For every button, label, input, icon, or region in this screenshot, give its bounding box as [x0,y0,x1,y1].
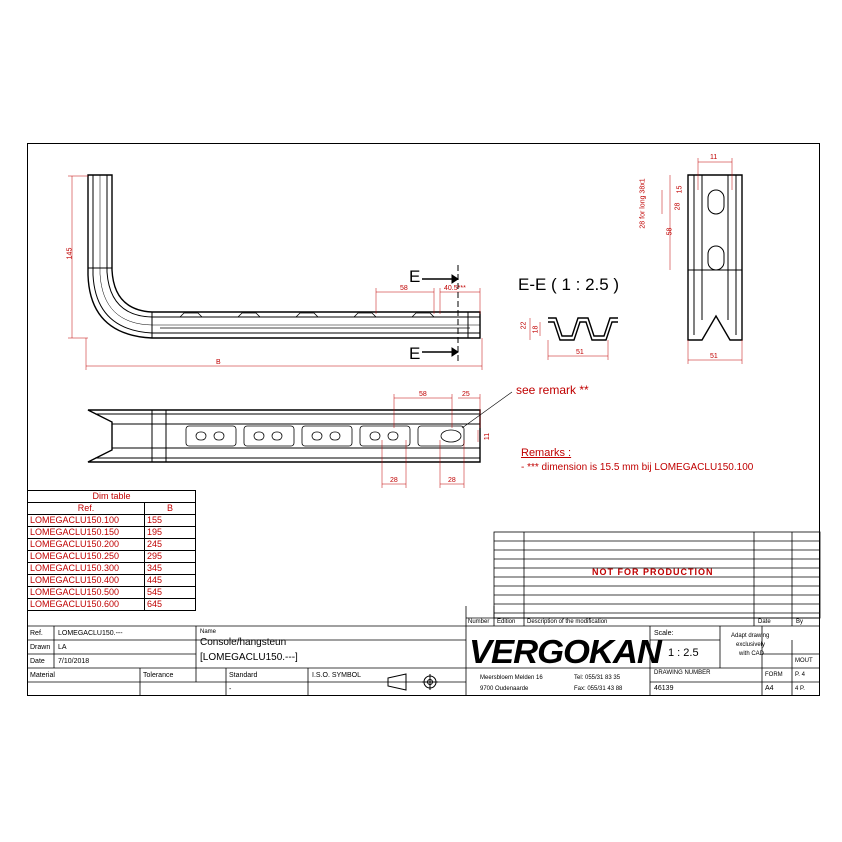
dim-slot-pitch: 58 [400,285,408,292]
row-b: 545 [144,586,196,599]
drawing-sheet [27,143,820,696]
col-edition: Edition [497,619,516,625]
dim-58-top: 58 [419,391,427,398]
col-by: By [796,619,804,625]
dim-51-section: 51 [576,349,584,356]
remark-callout: see remark ** [516,383,589,397]
date-label: Date [30,658,45,665]
standard-value: - [229,686,232,693]
dim-28-end: 28 [674,202,682,211]
col-number: Number [468,619,490,625]
section-mark-bottom: E [409,344,421,363]
name-line1: Console/hangsteun [200,637,287,648]
scale-label: Scale: [654,630,674,637]
dim-28a: 28 [390,477,398,484]
row-b: 155 [144,514,196,527]
col-description: Description of the modification [527,619,608,625]
dim-28-long: 28 for long 38x1 [639,178,647,229]
remarks-line: - *** dimension is 15.5 mm bij LOMEGACLU… [521,462,754,473]
dim-22: 22 [520,321,528,330]
revision-table [465,531,821,626]
row-b: 295 [144,550,196,563]
row-b: 645 [144,598,196,611]
scale-value: 1 : 2.5 [668,647,699,659]
note-line1: Adapt drawing [731,633,770,639]
material-label: Material [30,672,55,679]
dim-height: 145 [66,247,74,260]
row-b: 445 [144,574,196,587]
dim-11-end: 11 [710,154,718,161]
row-ref: LOMEGACLU150.500 [27,586,145,599]
row-ref: LOMEGACLU150.200 [27,538,145,551]
section-title: E-E ( 1 : 2.5 ) [518,275,620,294]
dim-28b: 28 [448,477,456,484]
dim-table-title: Dim table [27,490,196,503]
name-line2: [LOMEGACLU150.---] [200,652,298,663]
address-line2: 9700 Oudenaarde [480,686,529,692]
row-b: 345 [144,562,196,575]
section-ee-profile [548,317,618,341]
dim-25-top: 25 [462,391,470,398]
iso-projection-symbol [387,673,438,691]
form-label: FORM [765,672,783,678]
tel: Tel: 055/31 83 35 [574,675,621,681]
note-line2: exclusively [736,642,766,648]
drawing-number-label: DRAWING NUMBER [654,670,711,676]
dim-table-col-ref: Ref. [27,502,145,515]
name-label: Name [200,629,217,635]
remarks-title: Remarks : [521,447,572,459]
not-for-production-stamp: NOT FOR PRODUCTION [592,567,714,577]
section-mark-top: E [409,267,421,286]
vergokan-logo: VERGOKAN [469,633,662,670]
fax: Fax: 055/31 43 88 [574,686,623,692]
row-ref: LOMEGACLU150.300 [27,562,145,575]
col-date: Date [758,619,771,625]
dim-51-end: 51 [710,353,718,360]
ref-value: LOMEGACLU150.--- [58,630,123,637]
side-view [87,174,481,339]
row-b: 245 [144,538,196,551]
page-b: 4 P. [795,686,805,692]
form-value: A4 [765,685,774,692]
dim-58-end: 58 [666,227,674,236]
title-block [27,625,820,696]
address-line1: Meersbloem Melden 16 [480,675,543,681]
standard-label: Standard [229,672,258,679]
end-view [687,174,743,341]
note-line3: with CAD [739,651,765,657]
row-b: 195 [144,526,196,539]
iso-label: I.S.O. SYMBOL [312,672,362,679]
dim-table-col-b: B [144,502,196,515]
dim-15-end: 15 [676,185,684,194]
row-ref: LOMEGACLU150.100 [27,514,145,527]
row-ref: LOMEGACLU150.150 [27,526,145,539]
row-ref: LOMEGACLU150.250 [27,550,145,563]
row-ref: LOMEGACLU150.600 [27,598,145,611]
tolerance-label: Tolerance [143,672,174,679]
top-view [87,409,481,463]
drawn-label: Drawn [30,644,51,651]
date-value: 7/10/2018 [58,658,90,665]
dim-11-top: 11 [484,432,492,441]
mout-label: MOUT [795,658,813,664]
page-a: P. 4 [795,672,805,678]
ref-label: Ref. [30,630,43,637]
dim-end: 40.5*** [444,285,466,292]
drawing-number: 46139 [654,685,674,692]
row-ref: LOMEGACLU150.400 [27,574,145,587]
drawn-value: LA [58,644,67,651]
dim-18: 18 [532,325,540,334]
dim-length: B [216,359,221,366]
